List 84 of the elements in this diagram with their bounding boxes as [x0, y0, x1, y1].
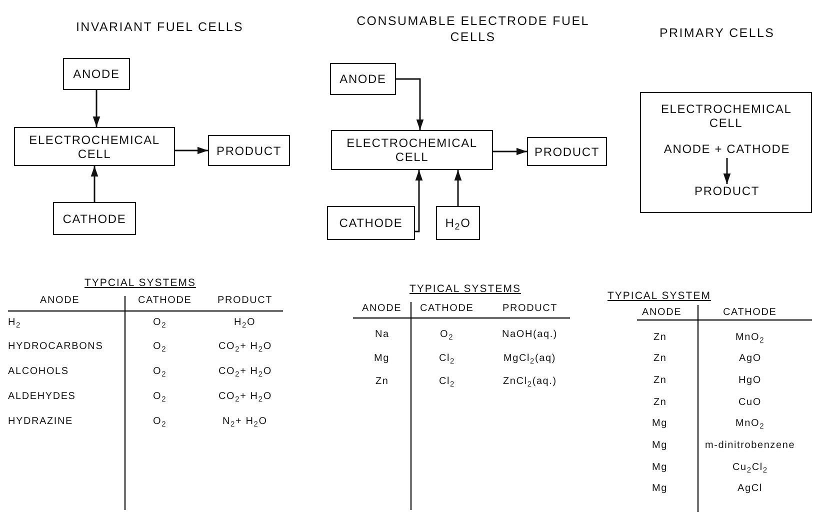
table-cell: ZnCl$_{2}$(aq.)	[503, 376, 557, 386]
node-text: H$_{2}$O	[445, 216, 471, 230]
table-cell: O$_{2}$	[153, 340, 167, 352]
arrow	[415, 170, 423, 232]
table-cell: O$_{2}$	[153, 366, 167, 376]
process-box	[327, 206, 415, 240]
table-cell: MnO$_{2}$	[736, 332, 765, 342]
table-cell: O$_{2}$	[440, 328, 454, 340]
column-header: ANODE	[642, 306, 682, 318]
table-cell: Mg	[652, 482, 668, 494]
table-cell: Mg	[374, 352, 390, 364]
node-text: ELECTROCHEMICAL CELL	[346, 136, 478, 164]
table-cell: MgCl$_{2}$(aq)	[504, 352, 556, 364]
text-label: PRODUCT	[681, 184, 773, 200]
arrow	[175, 146, 208, 154]
section-heading: CONSUMABLE ELECTRODE FUEL CELLS	[356, 13, 590, 45]
arrow	[454, 170, 462, 206]
table-cell: Zn	[654, 396, 667, 408]
table-cell: HYDROCARBONS	[8, 340, 104, 352]
arrow	[723, 158, 731, 184]
table-cell: AgCl	[738, 482, 762, 494]
table-cell: Zn	[654, 374, 667, 386]
table-title: TYPCIAL SYSTEMS	[84, 277, 196, 289]
table-cell: AgO	[739, 352, 762, 364]
node-text: CATHODE	[339, 216, 403, 230]
table-cell: HgO	[738, 374, 762, 386]
column-header: PRODUCT	[218, 294, 273, 306]
table-title: TYPICAL SYSTEMS	[410, 283, 521, 295]
table-cell: Cu$_{2}$Cl$_{2}$	[732, 462, 768, 472]
table-cell: ALDEHYDES	[8, 390, 76, 402]
arrow	[92, 90, 100, 127]
arrow	[396, 78, 424, 130]
table-title: TYPICAL SYSTEM	[608, 290, 711, 302]
table-cell: Mg	[652, 462, 668, 472]
arrow	[493, 148, 527, 156]
table-cell: Na	[375, 328, 390, 340]
table-cell: CO$_{2}$+ H$_{2}$O	[218, 366, 272, 376]
table-cell: N$_{2}$+ H$_{2}$O	[222, 416, 268, 426]
column-header: PRODUCT	[502, 302, 558, 314]
process-box	[63, 58, 130, 90]
process-box	[14, 127, 175, 166]
table-cell: CuO	[738, 396, 762, 408]
column-header: ANODE	[362, 302, 402, 314]
column-header: CATHODE	[723, 306, 777, 318]
node-text: PRODUCT	[534, 144, 600, 158]
section-heading: INVARIANT FUEL CELLS	[76, 19, 244, 35]
table-cell: CO$_{2}$+ H$_{2}$O	[218, 390, 272, 402]
table-cell: Cl$_{2}$	[439, 352, 456, 364]
node-text: PRODUCT	[216, 144, 282, 158]
table-cell: Zn	[376, 376, 389, 386]
column-header: CATHODE	[138, 294, 192, 306]
process-box	[527, 137, 607, 166]
table-cell: ALCOHOLS	[8, 366, 69, 376]
column-header: ANODE	[40, 294, 80, 306]
process-box	[331, 130, 493, 170]
node-text: ANODE	[340, 72, 386, 86]
cell-panel	[640, 92, 812, 213]
node-text: ANODE	[73, 67, 120, 81]
table-cell: Zn	[654, 332, 667, 342]
node-text: CATHODE	[62, 212, 126, 226]
table-cell: O$_{2}$	[153, 390, 167, 402]
process-box	[436, 206, 480, 240]
table-cell: Zn	[654, 352, 667, 364]
table-cell: H$_{2}$O	[234, 316, 256, 328]
table-cell: Mg	[652, 418, 668, 428]
process-box	[53, 202, 136, 235]
node-text: ELECTROCHEMICAL CELL	[28, 132, 161, 160]
table-cell: O$_{2}$	[153, 316, 167, 328]
table-cell: NaOH(aq.)	[502, 328, 558, 340]
column-header: CATHODE	[420, 302, 474, 314]
table-cell: H$_{2}$	[8, 316, 22, 328]
section-heading: PRIMARY CELLS	[660, 25, 775, 41]
arrow	[90, 166, 98, 202]
text-label: ANODE + CATHODE	[653, 142, 801, 158]
table-cell: Cl$_{2}$	[439, 376, 456, 386]
process-box	[330, 63, 396, 95]
node-text: ELECTROCHEMICAL CELL	[661, 102, 791, 130]
table-cell: O$_{2}$	[153, 416, 167, 426]
table-cell: Mg	[652, 440, 668, 450]
table-cell: HYDRAZINE	[8, 416, 73, 426]
table-cell: CO$_{2}$+ H$_{2}$O	[218, 340, 272, 352]
table-cell: m-dinitrobenzene	[705, 440, 796, 450]
table-cell: MnO$_{2}$	[736, 418, 765, 428]
process-box	[208, 135, 290, 166]
